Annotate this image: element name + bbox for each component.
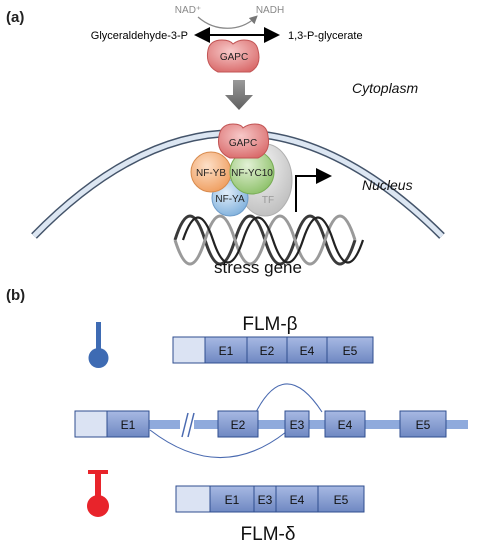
substrate-label: Glyceraldehyde-3-P	[91, 30, 188, 42]
gapc-enzyme	[207, 39, 260, 73]
flm-delta-exon-4-label: E5	[334, 493, 349, 507]
genomic-exon-4-label: E4	[338, 418, 353, 432]
warm-thermometer-icon	[87, 470, 109, 517]
flm-delta-exon-1-label: E1	[225, 493, 240, 507]
transcription-start-arrow	[295, 168, 332, 212]
genomic-exon-5-label: E5	[416, 418, 431, 432]
genomic-exon-3	[284, 410, 310, 438]
flm-beta-exon-1	[204, 336, 248, 364]
flm-beta-exon-3-label: E4	[300, 344, 315, 358]
flm-delta-exon-1	[209, 485, 255, 513]
cold-thermometer-icon	[88, 322, 109, 368]
panel-a-label: (a)	[6, 9, 24, 26]
flm-delta-exon-4	[317, 485, 365, 513]
panel-b-label: (b)	[6, 287, 25, 304]
nf-yc10-label: NF-YC10	[231, 168, 273, 179]
gapc-enzyme-label: GAPC	[220, 52, 248, 63]
genomic-exons	[74, 410, 447, 438]
gapc-in-complex	[218, 123, 269, 159]
flm-beta-exon-1-label: E1	[219, 344, 234, 358]
flm-beta-exon-4-label: E5	[343, 344, 358, 358]
nf-yb-label: NF-YB	[196, 168, 226, 179]
tf-label: TF	[262, 195, 274, 206]
intron-break-marks	[180, 412, 195, 438]
nf-ya-label: NF-YA	[215, 194, 245, 205]
genomic-exon-5	[399, 410, 447, 438]
flm-beta-transcript	[172, 336, 374, 364]
nad-label: NAD⁺	[175, 5, 201, 16]
genomic-exon-1-label: E1	[121, 418, 136, 432]
cytoplasm-label: Cytoplasm	[352, 80, 418, 96]
flm-beta-exon-2-label: E2	[260, 344, 275, 358]
genomic-backbone	[75, 420, 468, 429]
genomic-exon-2	[217, 410, 259, 438]
flm-beta-title: FLM-β	[242, 314, 297, 335]
translocation-arrow	[225, 80, 253, 110]
flm-delta-exon-3-label: E4	[290, 493, 305, 507]
flm-delta-transcript	[175, 485, 365, 513]
cofactor-arrow	[197, 15, 258, 29]
nadh-label: NADH	[256, 5, 284, 16]
flm-delta-title: FLM-δ	[241, 524, 296, 545]
flm-delta-exon-2-label: E3	[258, 493, 273, 507]
genomic-exon-2-label: E2	[231, 418, 246, 432]
genomic-exon-3-label: E3	[290, 418, 305, 432]
flm-beta-utr	[172, 336, 206, 364]
flm-delta-utr	[175, 485, 211, 513]
gapc-complex-label: GAPC	[229, 138, 257, 149]
dna-helix	[173, 214, 365, 266]
genomic-exon-4	[324, 410, 366, 438]
stress-gene-label: stress gene	[214, 258, 302, 277]
nucleus-label: Nucleus	[362, 177, 413, 193]
genomic-utr	[74, 410, 108, 438]
flm-beta-exon-4	[326, 336, 374, 364]
splice-junction-e1-e3	[149, 429, 287, 458]
genomic-exon-1	[106, 410, 150, 438]
product-label: 1,3-P-glycerate	[288, 30, 363, 42]
